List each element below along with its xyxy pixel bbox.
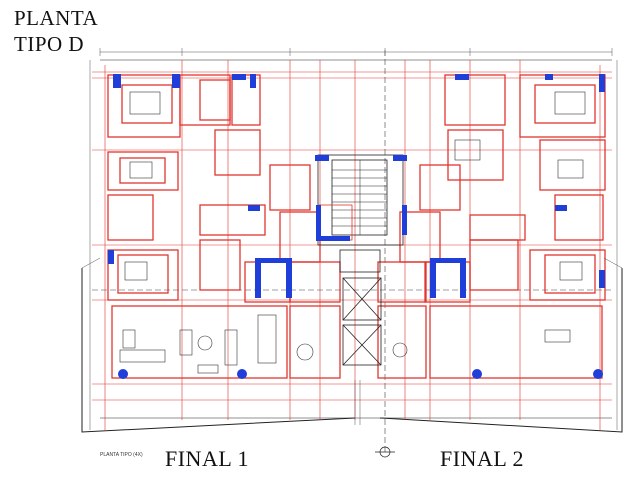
structural-columns xyxy=(108,74,605,379)
left-unit-furniture xyxy=(119,91,314,374)
drawing-title-line2: TIPO D xyxy=(14,32,85,56)
drawing-title-line1: PLANTA xyxy=(14,6,99,30)
right-unit-furniture xyxy=(392,91,586,358)
left-unit-walls xyxy=(107,74,341,379)
axis-marker xyxy=(375,446,395,458)
outer-boundary xyxy=(81,59,623,433)
sheet-note: PLANTA TIPO (4X) xyxy=(100,452,143,458)
dimension-lines xyxy=(89,48,618,430)
core-stairs-elevators xyxy=(317,154,404,366)
right-unit-walls xyxy=(377,74,606,379)
unit-label-right: FINAL 2 xyxy=(440,446,524,471)
terrace-edge xyxy=(81,257,623,425)
center-axis xyxy=(92,50,612,455)
unit-label-left: FINAL 1 xyxy=(165,446,249,471)
